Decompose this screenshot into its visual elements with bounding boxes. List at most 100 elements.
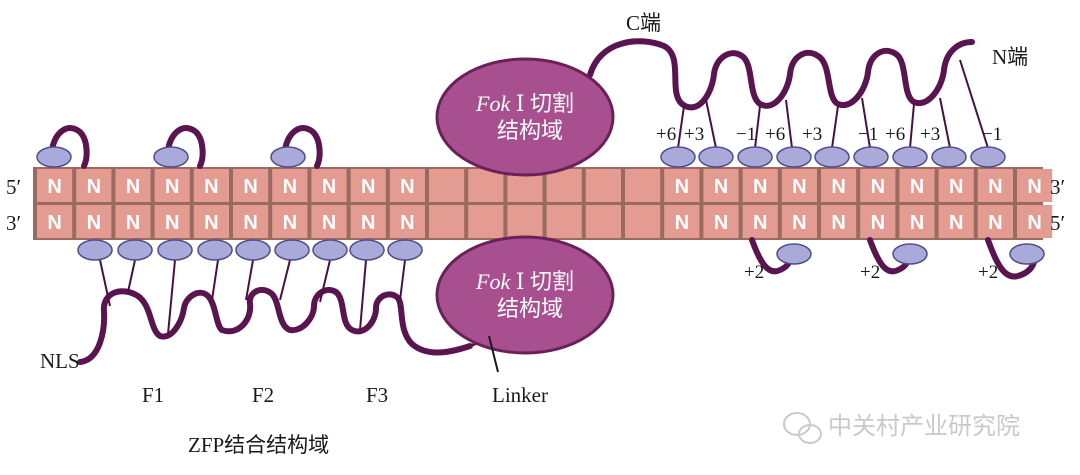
zinc-finger-bead xyxy=(387,239,423,261)
dna-cell xyxy=(977,169,1013,202)
dna-cell xyxy=(821,205,857,238)
dna-cell xyxy=(272,205,308,238)
zinc-finger-bead xyxy=(153,146,189,168)
dna-base-letter: N xyxy=(871,176,885,198)
dna-base-letter: N xyxy=(753,212,767,234)
dna-cell xyxy=(468,169,504,202)
dna-base-letter: N xyxy=(126,176,140,198)
position-label: +6 xyxy=(656,124,676,145)
c-terminus-label: C端 xyxy=(626,11,661,35)
dna-cell xyxy=(115,205,151,238)
dna-base-letter: N xyxy=(400,176,414,198)
zinc-finger-beads xyxy=(36,146,1045,265)
left-upper-loop-1 xyxy=(49,125,90,169)
dna-base-letter: N xyxy=(1027,212,1041,234)
fok-bottom-domain: Fok Ⅰ 切割 结构域 xyxy=(435,235,615,355)
svg-text:Fok Ⅰ 切割: Fok Ⅰ 切割 xyxy=(475,269,574,294)
position-label: +3 xyxy=(802,124,822,145)
dna-base-letter: N xyxy=(204,212,218,234)
dna-cell xyxy=(272,169,308,202)
dna-base-letter: N xyxy=(831,212,845,234)
position-label: −1 xyxy=(982,124,1002,145)
zinc-finger-bead xyxy=(77,239,113,261)
position-label: −1 xyxy=(736,124,756,145)
dna-base-letter: N xyxy=(322,176,336,198)
dna-cell xyxy=(546,205,582,238)
dna-cell xyxy=(899,205,935,238)
left-bead-connectors xyxy=(99,259,406,335)
fok-bottom-line2: 结构域 xyxy=(497,296,563,321)
dna-cell xyxy=(703,205,739,238)
n-terminus-label: N端 xyxy=(992,45,1028,69)
zinc-finger-bead xyxy=(1009,243,1045,265)
dna-base-letter: N xyxy=(322,212,336,234)
top-position-labels: +6+3−1+6+3−1+6+3−1 xyxy=(656,124,1002,145)
watermark: 中关村产业研究院 xyxy=(783,412,1020,444)
finger-f1-label: F1 xyxy=(142,383,164,407)
dna-cell xyxy=(664,169,700,202)
zinc-finger-bead xyxy=(197,239,233,261)
left-protein-chain xyxy=(77,286,473,365)
dna-base-letter: N xyxy=(283,176,297,198)
dna-base-letter: N xyxy=(165,212,179,234)
dna-cell xyxy=(193,169,229,202)
dna-base-letter: N xyxy=(361,176,375,198)
dna-base-letter: N xyxy=(47,212,61,234)
fok-top-italic: Fok xyxy=(475,91,511,116)
nls-label: NLS xyxy=(40,349,80,373)
left-upper-loop-2 xyxy=(165,125,206,169)
position-label: +3 xyxy=(684,124,704,145)
dna-cell xyxy=(37,169,73,202)
strand-bottom-left-label: 3′ xyxy=(6,211,21,235)
linker-pointer xyxy=(488,335,499,373)
dna-cell xyxy=(781,205,817,238)
dna-base-letter: N xyxy=(949,212,963,234)
strand-top-right-label: 3′ xyxy=(1050,175,1065,199)
dna-cell xyxy=(76,169,112,202)
fok-top-roman: Ⅰ 切割 xyxy=(510,91,574,116)
dna-cell xyxy=(389,169,425,202)
dna-base-letter: N xyxy=(361,212,375,234)
dna-cell xyxy=(1017,169,1053,202)
finger-f2-label: F2 xyxy=(252,383,274,407)
position-label: −1 xyxy=(858,124,878,145)
dna-cell xyxy=(350,169,386,202)
dna-cell xyxy=(154,169,190,202)
dna-cell xyxy=(742,169,778,202)
dna-base-letter: N xyxy=(871,212,885,234)
strand-bottom-right-label: 5′ xyxy=(1050,211,1065,235)
dna-cell xyxy=(233,205,269,238)
dna-cell xyxy=(154,205,190,238)
dna-cell xyxy=(938,205,974,238)
dna-cell xyxy=(977,205,1013,238)
zfp-domain-label: ZFP结合结构域 xyxy=(188,433,329,457)
dna-base-letter: N xyxy=(910,176,924,198)
fok-bottom-roman: Ⅰ 切割 xyxy=(510,269,574,294)
position-label: +3 xyxy=(920,124,940,145)
fok-bottom-italic: Fok xyxy=(475,269,511,294)
zinc-finger-bead xyxy=(814,146,850,168)
zinc-finger-bead xyxy=(270,146,306,168)
zinc-finger-bead xyxy=(853,146,889,168)
zinc-finger-bead xyxy=(274,239,310,261)
dna-base-letter: N xyxy=(243,176,257,198)
dna-cell xyxy=(468,205,504,238)
dna-cell xyxy=(193,205,229,238)
left-upper-loop-3 xyxy=(282,125,323,169)
zinc-finger-bead xyxy=(776,146,812,168)
dna-base-letter: N xyxy=(831,176,845,198)
wechat-icon xyxy=(783,412,822,444)
dna-base-letter: N xyxy=(988,212,1002,234)
dna-base-letter: N xyxy=(204,176,218,198)
dna-cell xyxy=(546,169,582,202)
dna-base-letter: N xyxy=(165,176,179,198)
dna-cell xyxy=(664,205,700,238)
dna-cell xyxy=(429,205,465,238)
dna-cell xyxy=(115,169,151,202)
zinc-finger-bead xyxy=(36,146,72,168)
dna-cell xyxy=(233,169,269,202)
dna-base-letter: N xyxy=(714,212,728,234)
